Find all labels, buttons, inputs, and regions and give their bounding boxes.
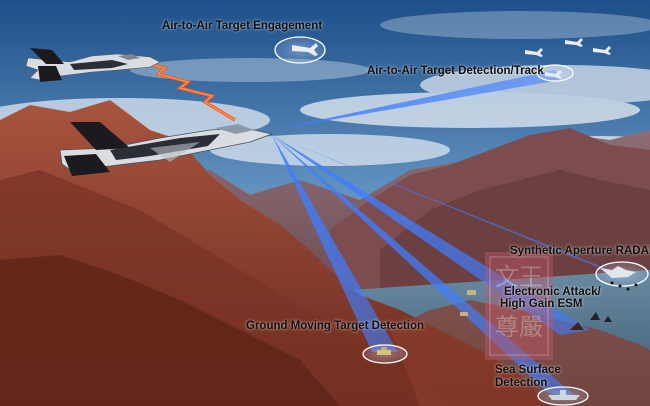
- air-target-icons: [292, 38, 611, 79]
- label-air-to-air-detection: Air-to-Air Target Detection/Track: [367, 65, 544, 77]
- label-detection: Detection: [495, 377, 548, 389]
- label-electronic-attack: Electronic Attack/: [504, 286, 601, 298]
- radar-site-icon: [590, 312, 600, 320]
- label-sea-surface: Sea Surface: [495, 364, 561, 376]
- jet-canopy: [215, 124, 254, 134]
- label-air-to-air-engagement: Air-to-Air Target Engagement: [162, 20, 323, 32]
- sar-target-icon: [600, 266, 636, 278]
- beam-air-detection: [272, 70, 560, 130]
- jet-tail-fin: [30, 48, 64, 64]
- beam-sea-surface: [272, 135, 578, 398]
- beam-electronic-attack: [272, 135, 590, 335]
- label-ground-moving-target: Ground Moving Target Detection: [246, 320, 425, 332]
- label-synthetic-aperture-radar: Synthetic Aperture RADAR: [510, 245, 650, 257]
- radar-beams: [272, 70, 640, 398]
- svg-text:文王: 文王: [495, 263, 543, 291]
- upper-jet: [25, 48, 161, 82]
- surface-target-icons: [377, 266, 638, 400]
- vehicle-icon: [467, 290, 476, 295]
- distant-jet-icon: [593, 46, 611, 55]
- spot-air-detection: [536, 64, 574, 82]
- svg-text:尊嚴: 尊嚴: [495, 313, 543, 341]
- distant-jet-icon: [525, 48, 543, 57]
- main-jet: [59, 122, 274, 176]
- vehicle-icon: [460, 312, 468, 316]
- label-high-gain-esm: High Gain ESM: [500, 298, 583, 310]
- jet-canopy: [118, 54, 140, 60]
- watermark-seal: 文王 尊嚴: [485, 252, 553, 360]
- jet-tail-fin: [70, 122, 130, 150]
- ship-icon: [548, 395, 580, 400]
- engaged-jet-icon: [292, 43, 318, 56]
- beam-ground-moving-target: [272, 135, 398, 352]
- tank-icon: [377, 350, 391, 355]
- tracked-jet-icon: [545, 70, 562, 79]
- beam-sar: [272, 135, 640, 282]
- distant-jet-icon: [565, 38, 583, 47]
